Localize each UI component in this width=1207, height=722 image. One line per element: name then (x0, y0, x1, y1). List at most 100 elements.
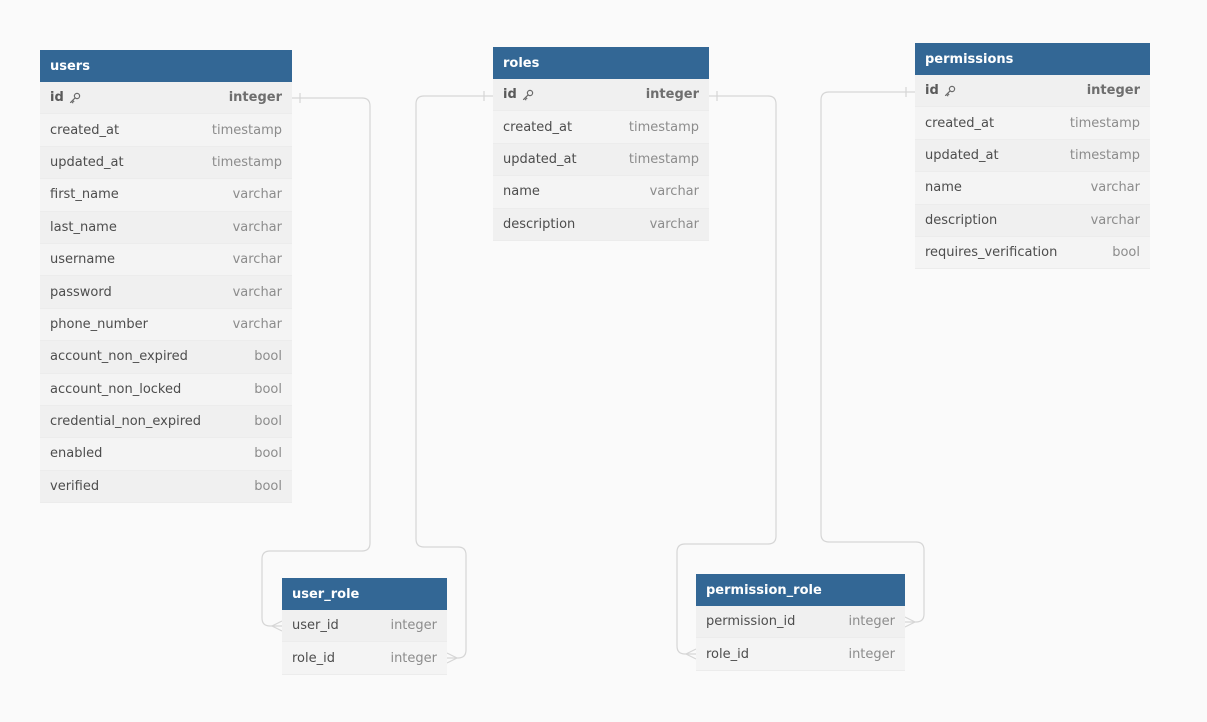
column-name-text: account_non_locked (50, 381, 182, 397)
table-header[interactable]: roles (493, 47, 709, 79)
table-row[interactable]: id integer (40, 82, 292, 115)
column-name-text: last_name (50, 219, 117, 235)
column-name-text: id (503, 87, 517, 103)
column-name: id (503, 87, 534, 102)
column-type: integer (848, 646, 895, 662)
column-name-text: created_at (50, 122, 120, 138)
primary-key-icon (522, 89, 534, 101)
table-row[interactable]: last_name varchar (40, 211, 292, 244)
column-name: description (925, 213, 997, 228)
column-name: permission_id (706, 614, 795, 629)
connector-many-marker (446, 652, 459, 664)
table-header[interactable]: permissions (915, 43, 1150, 75)
column-name: updated_at (50, 155, 124, 170)
table-row[interactable]: permission_id integer (696, 606, 905, 639)
column-name-text: description (925, 212, 998, 228)
column-name: id (50, 90, 81, 105)
table-row[interactable]: updated_at timestamp (40, 146, 292, 180)
column-name-text: id (925, 83, 939, 99)
column-type: varchar (232, 252, 282, 268)
table-row[interactable]: user_id integer (282, 610, 447, 643)
table-header[interactable]: users (40, 50, 292, 82)
column-type: varchar (649, 216, 699, 232)
column-name-text: updated_at (503, 151, 577, 167)
column-name: name (925, 180, 962, 195)
column-name-text: created_at (503, 119, 573, 135)
primary-key-icon (944, 85, 956, 97)
column-name-text: name (503, 184, 540, 200)
connector-many-marker (270, 620, 283, 632)
table-row[interactable]: description varchar (915, 204, 1150, 237)
column-name: user_id (292, 618, 339, 633)
table-header[interactable]: user_role (282, 578, 447, 610)
column-name-text: verified (50, 478, 100, 494)
column-name-text: username (50, 252, 115, 268)
column-name: first_name (50, 187, 119, 202)
table-row[interactable]: verified bool (40, 470, 292, 504)
column-type: varchar (649, 184, 699, 200)
column-name: password (50, 285, 112, 300)
column-name-text: description (503, 216, 576, 232)
table-row[interactable]: role_id integer (696, 638, 905, 671)
key-icon (69, 92, 80, 104)
column-type: bool (254, 478, 282, 494)
column-type: timestamp (211, 154, 282, 170)
column-type: integer (390, 650, 437, 666)
column-name: last_name (50, 220, 117, 235)
column-name-text: permission_id (706, 614, 796, 630)
table-row[interactable]: name varchar (493, 176, 709, 209)
table-header[interactable]: permission_role (696, 574, 905, 606)
table-row[interactable]: created_at timestamp (40, 114, 292, 147)
column-name-text: enabled (50, 446, 103, 462)
column-type: integer (848, 614, 895, 630)
connector-roles-user-role (415, 95, 493, 659)
column-type: varchar (1090, 212, 1140, 228)
column-type: varchar (232, 219, 282, 235)
column-name-text: created_at (925, 115, 995, 131)
column-name: enabled (50, 446, 102, 461)
table-row[interactable]: username varchar (40, 243, 292, 277)
column-name-text: account_non_expired (50, 349, 188, 365)
column-name: id (925, 83, 956, 98)
column-type: timestamp (211, 122, 282, 138)
table-row[interactable]: description varchar (493, 208, 709, 241)
column-type: integer (228, 90, 282, 106)
column-name-text: role_id (292, 650, 335, 666)
column-name: requires_verification (925, 245, 1057, 260)
column-name-text: updated_at (925, 147, 999, 163)
column-name: updated_at (925, 148, 999, 163)
column-name-text: name (925, 180, 962, 196)
column-type: integer (390, 618, 437, 634)
column-name-text: user_id (292, 618, 339, 634)
column-name: created_at (503, 120, 572, 135)
column-name: created_at (50, 123, 119, 138)
column-name-text: password (50, 284, 112, 300)
column-name: role_id (706, 647, 749, 662)
column-type: varchar (232, 316, 282, 332)
table-row[interactable]: role_id integer (282, 642, 447, 675)
column-name: name (503, 184, 540, 199)
column-name: account_non_locked (50, 382, 181, 397)
